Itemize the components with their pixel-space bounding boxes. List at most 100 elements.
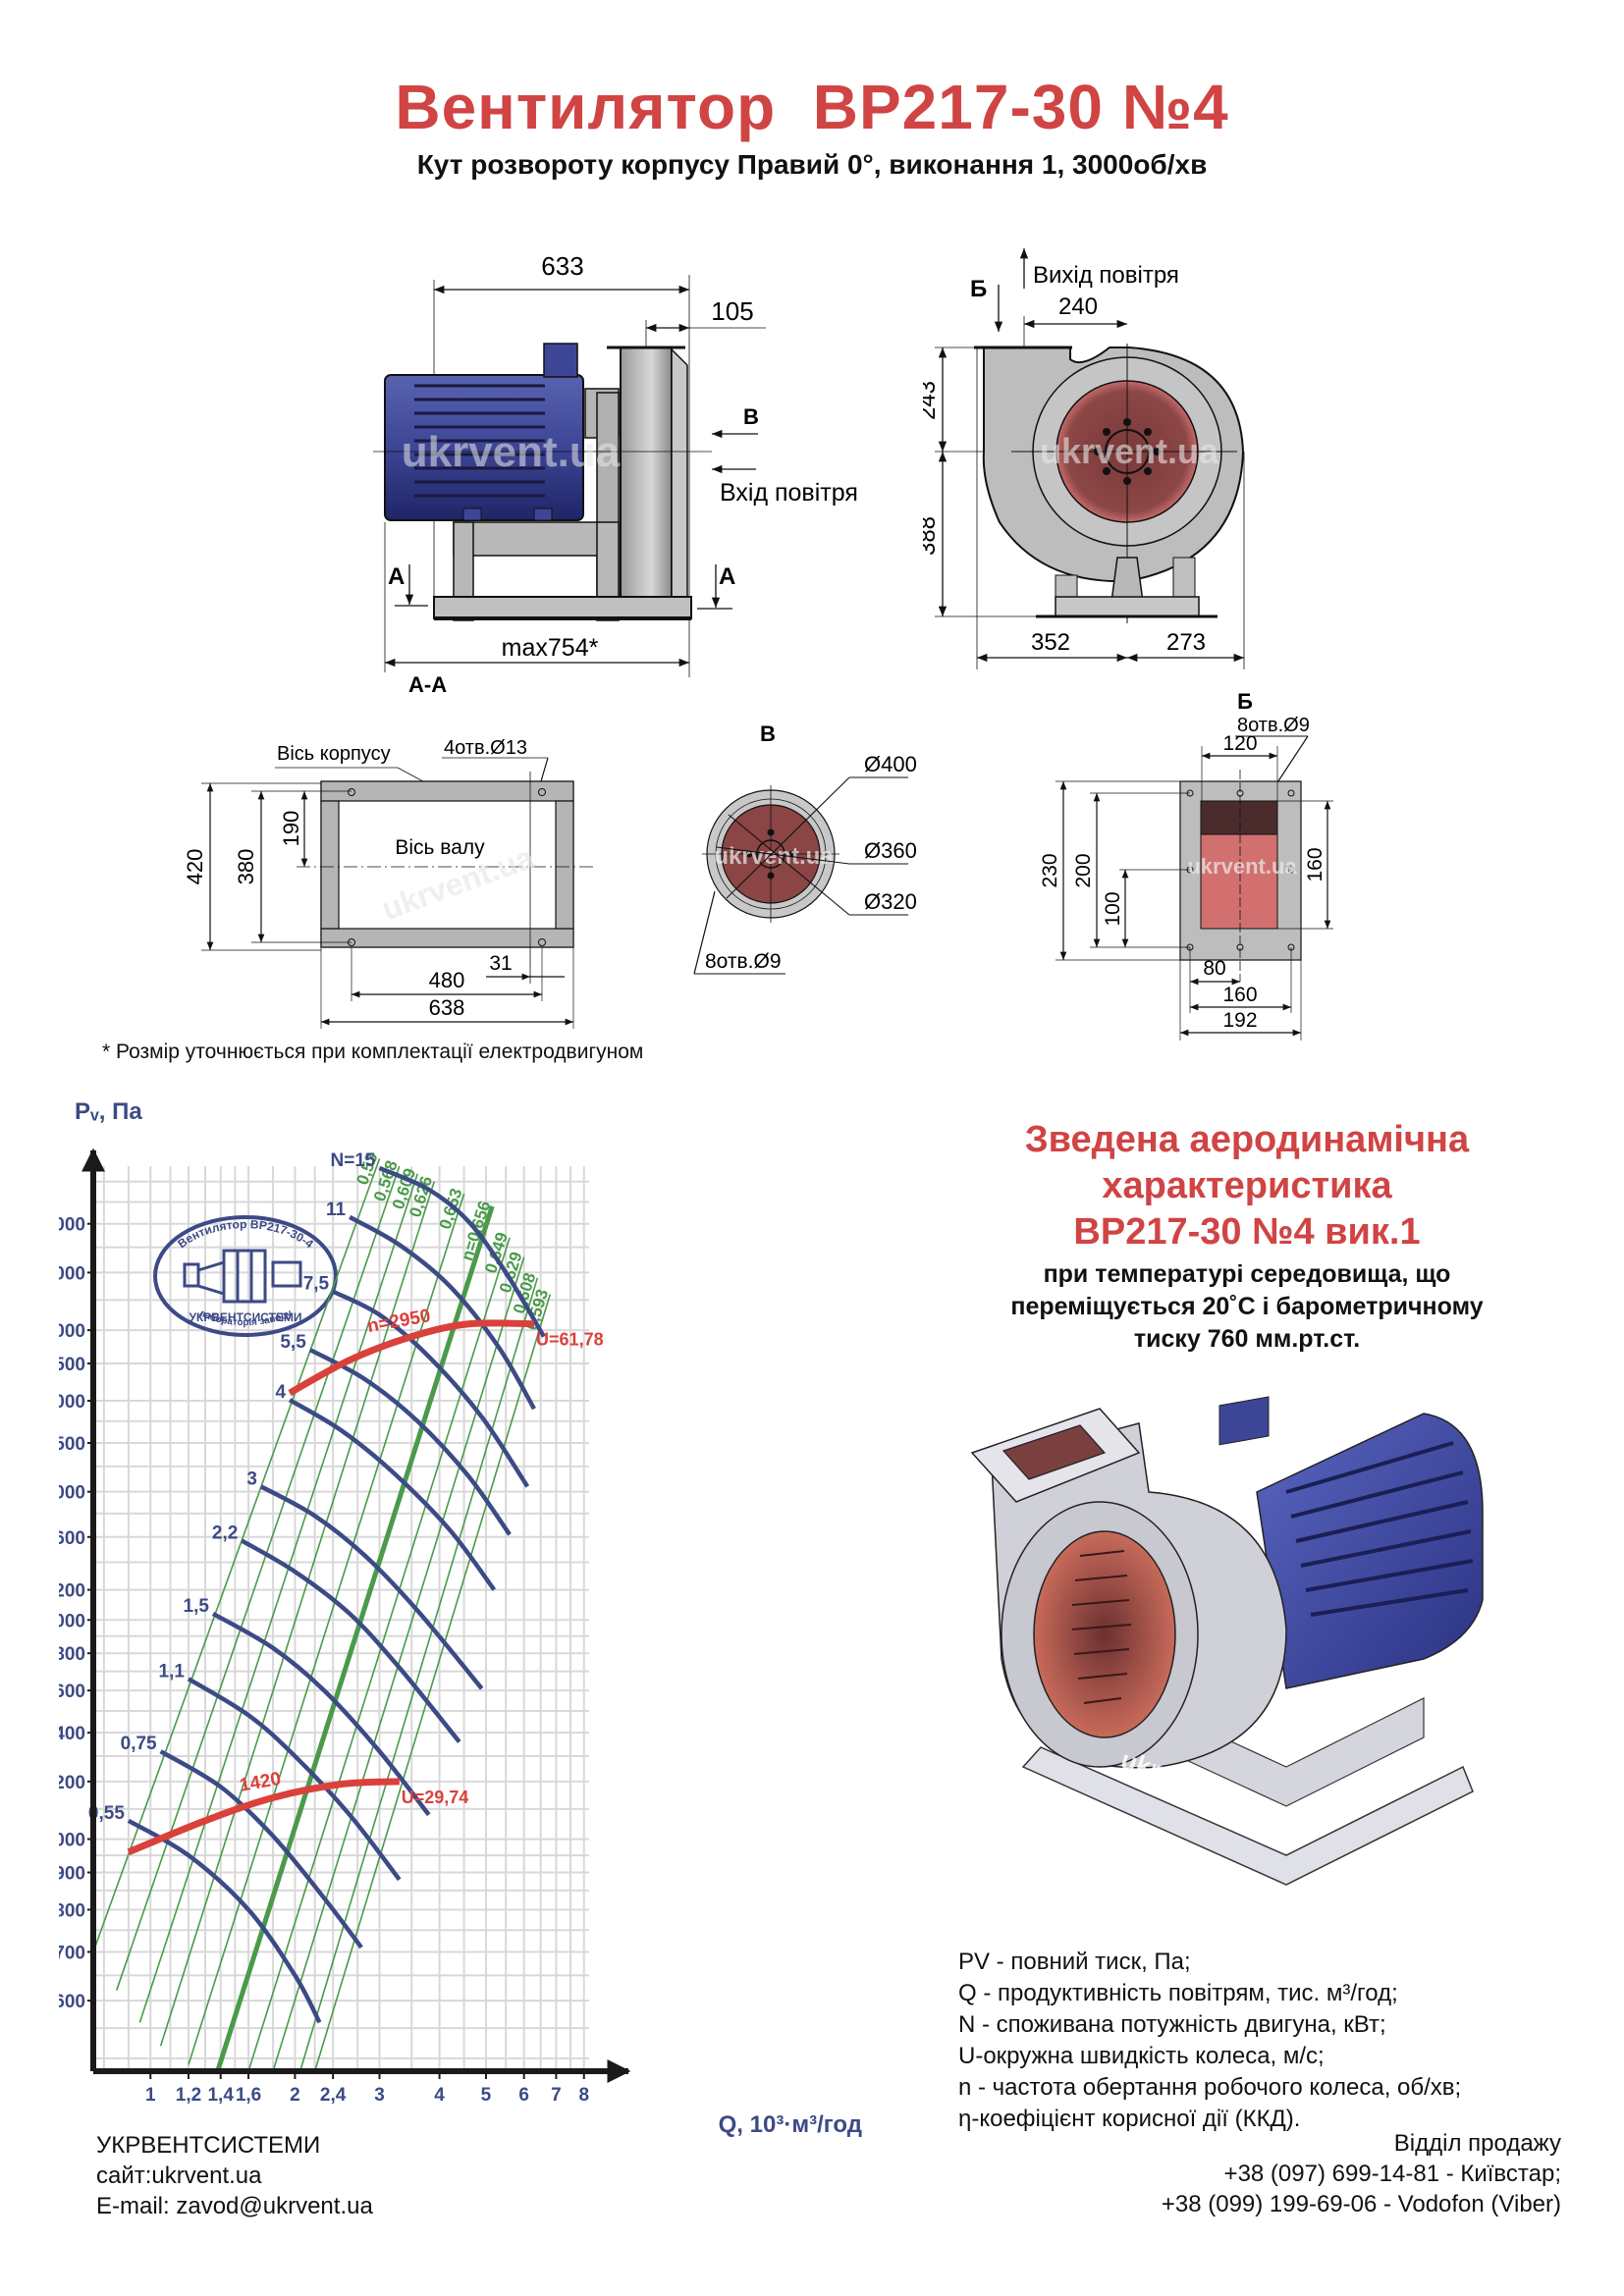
- y-tick-label: 2200: [59, 1581, 85, 1602]
- x-tick-label: 6: [518, 2085, 529, 2106]
- stamp-bottom-text: УКРВЕНТСИСТЕМИ: [189, 1310, 301, 1324]
- view-b-holes-label: 8отв.Ø9: [1237, 715, 1310, 736]
- dim-638-label: 638: [429, 995, 465, 1020]
- x-tick-label: 2: [290, 2085, 300, 2106]
- watermark: ukrvent.ua: [1040, 431, 1219, 471]
- aero-title-line: характеристика: [1102, 1165, 1392, 1206]
- section-mark-a-right: А: [719, 563, 735, 590]
- company-email[interactable]: E-mail: zavod@ukrvent.ua: [96, 2193, 373, 2219]
- dim-160v-label: 160: [1304, 847, 1326, 881]
- dim-max754: max754*: [384, 522, 689, 672]
- speed-curve: [127, 1778, 400, 1855]
- sales-phone-1[interactable]: +38 (097) 699-14-81 - Київстар;: [1223, 2161, 1561, 2187]
- dim-160h-label: 160: [1222, 984, 1257, 1006]
- view-v-title: В: [760, 721, 776, 746]
- power-curve-label: 11: [326, 1200, 347, 1220]
- efficiency-line: [298, 1277, 539, 2072]
- efficiency-line: [188, 1193, 465, 2065]
- legend-item: U-окружна швидкість колеса, м/с;: [958, 2043, 1325, 2069]
- dim-230-label: 230: [1041, 853, 1061, 887]
- dim-633: 633: [433, 251, 690, 677]
- inlet-label: Вхід повітря: [720, 479, 858, 507]
- dim-388-label: 388: [923, 516, 941, 556]
- y-tick-label: 600: [59, 1992, 85, 2012]
- dim-80-label: 80: [1203, 957, 1225, 980]
- power-curve: [211, 1611, 431, 1817]
- symbol-legend: PV - повний тиск, Па; Q - продуктивність…: [958, 1947, 1461, 2135]
- power-curve-label: 0,75: [121, 1734, 157, 1754]
- efficiency-line: [313, 1294, 552, 2072]
- outlet-arrow: Вихід повітря Б: [970, 247, 1179, 332]
- power-curve: [259, 1484, 484, 1690]
- legend-item: η-коефіцієнт корисної дії (ККД).: [958, 2106, 1301, 2132]
- watermark: ukrvent.ua: [402, 428, 621, 476]
- fan-housing: [584, 346, 688, 617]
- dim-380-label: 380: [234, 849, 258, 885]
- y-tick-label: 4500: [59, 1355, 85, 1375]
- view-mark-v: В: [743, 404, 759, 429]
- power-curve: [187, 1677, 402, 1882]
- y-tick-label: 2000: [59, 1611, 85, 1631]
- power-curve-label: 5,5: [280, 1332, 306, 1353]
- view-mark-b: Б: [970, 276, 987, 302]
- dim-horizontal: 31 480 638: [320, 947, 574, 1029]
- section-marks: А А: [388, 563, 735, 610]
- dim-200-label: 200: [1072, 853, 1095, 887]
- dim-273-label: 273: [1166, 629, 1206, 656]
- power-curve: [332, 1289, 530, 1488]
- y-tick-label: 3000: [59, 1483, 85, 1504]
- watermark: ukrvent.ua: [714, 843, 834, 870]
- view-b-arrow: В Вхід повітря: [712, 404, 858, 507]
- sales-phone-2[interactable]: +38 (099) 199-69-06 - Vodofon (Viber): [1161, 2191, 1561, 2217]
- power-curve-label: 1,1: [159, 1661, 186, 1682]
- dim-190-label: 190: [279, 811, 303, 847]
- efficiency-line: [116, 1165, 401, 1991]
- speed-curve-label: 1420: [239, 1769, 283, 1796]
- watermark: ukrvent.ua: [1187, 854, 1297, 879]
- dim-633-label: 633: [541, 251, 583, 281]
- company-info: УКРВЕНТСИСТЕМИ сайт:ukrvent.ua E-mail: z…: [96, 2130, 373, 2221]
- d320-label: Ø320: [864, 889, 917, 914]
- sales-contacts: Відділ продажу +38 (097) 699-14-81 - Киї…: [1162, 2128, 1561, 2219]
- x-tick-label: 1,2: [176, 2085, 201, 2106]
- dim-120-label: 120: [1222, 732, 1257, 755]
- y-tick-label: 800: [59, 1900, 85, 1921]
- x-tick-label: 2,4: [320, 2085, 347, 2106]
- dim-480-label: 480: [429, 968, 465, 992]
- d360-label: Ø360: [864, 838, 917, 863]
- power-curve: [378, 1165, 546, 1338]
- x-tick-label: 5: [481, 2085, 492, 2106]
- outlet-label: Вихід повітря: [1033, 262, 1179, 289]
- frame: [433, 521, 692, 621]
- sales-heading: Відділ продажу: [1393, 2130, 1561, 2157]
- chart-axes: 6007008009001000120014001600180020002200…: [59, 1148, 631, 2106]
- company-site[interactable]: сайт:ukrvent.ua: [96, 2163, 262, 2189]
- dim-243-388: 243 388: [923, 347, 1039, 617]
- aero-chart: Вентилятор ВР217-30-4 лабораторія заводу…: [59, 1098, 862, 2138]
- section-aa-title: А-А: [408, 672, 447, 697]
- power-curve-label: 2,2: [212, 1523, 238, 1544]
- y-tick-label: 700: [59, 1943, 85, 1963]
- y-tick-label: 900: [59, 1864, 85, 1885]
- x-tick-label: 1,4: [207, 2085, 234, 2106]
- view-b-drawing: Б 8отв.Ø9 120 ukrvent.ua 230 200 100 160…: [1041, 689, 1333, 1041]
- power-curve: [159, 1749, 363, 1949]
- page-subtitle: Кут розвороту корпусу Правий 0°, виконан…: [416, 149, 1208, 180]
- motor: [384, 343, 584, 521]
- legend-item: PV - повний тиск, Па;: [958, 1949, 1191, 1975]
- dim-240-label: 240: [1058, 294, 1098, 320]
- holes-label: 4отв.Ø13: [444, 737, 527, 759]
- footnote: * Розмір уточнюється при комплектації ел…: [102, 1041, 644, 1063]
- power-curve-label: 7,5: [303, 1274, 330, 1295]
- section-aa-drawing: Вісь корпусу 4отв.Ø13 Вісь валу ukrvent.…: [183, 737, 594, 1029]
- volute-housing: [974, 344, 1245, 623]
- power-curve: [288, 1398, 497, 1591]
- fan-icon: [183, 1249, 302, 1304]
- aero-sub-line: переміщується 20˚С і барометричному: [1010, 1293, 1484, 1320]
- dim-max754-label: max754*: [502, 634, 599, 662]
- view-b-title: Б: [1237, 689, 1253, 714]
- d400-label: Ø400: [864, 752, 917, 776]
- view-b-vertical-dims: 230 200 100 160: [1041, 780, 1333, 961]
- power-curve-label: 0,55: [88, 1803, 125, 1824]
- legend-item: N - споживана потужність двигуна, кВт;: [958, 2011, 1386, 2038]
